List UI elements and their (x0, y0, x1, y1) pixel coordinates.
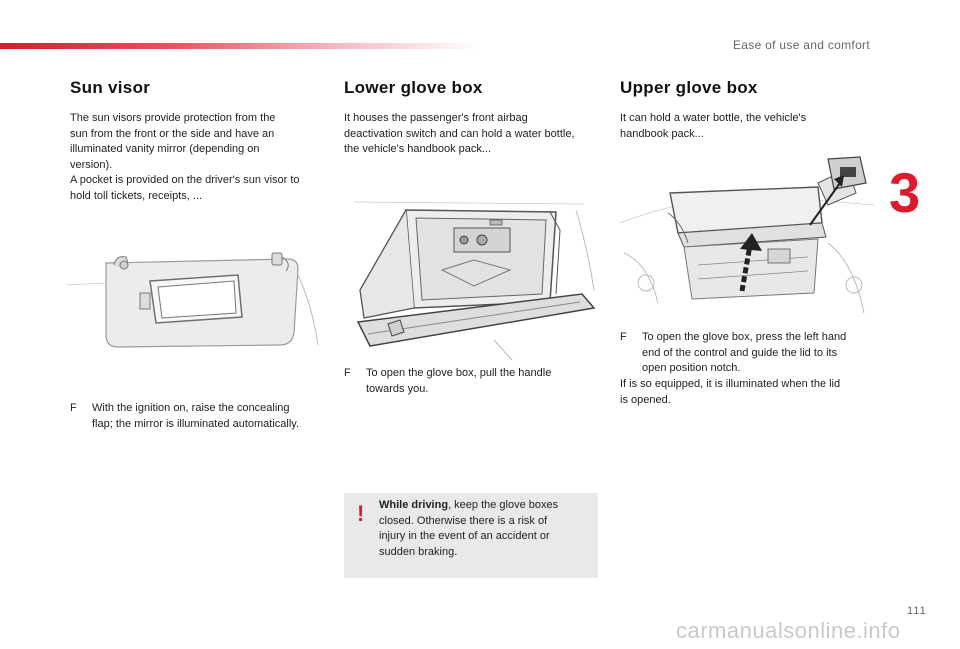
page-number: 111 (907, 605, 927, 617)
warning-rest: , keep the glove boxes (448, 499, 559, 511)
text-line: To open the glove box, pull the handle (366, 367, 552, 379)
sun-visor-illustration (66, 252, 319, 348)
warning-box: ! While driving, keep the glove boxes cl… (344, 493, 598, 578)
text-line: It houses the passenger's front airbag (344, 112, 528, 124)
lower-glove-box-intro: It houses the passenger's front airbag d… (344, 111, 606, 158)
text-line: the vehicle's handbook pack... (344, 143, 492, 155)
upper-glove-box-illustration (619, 156, 875, 314)
upper-glove-box-intro: It can hold a water bottle, the vehicle'… (620, 111, 882, 142)
text-line: open position notch. (642, 362, 741, 374)
text-line: It can hold a water bottle, the vehicle'… (620, 112, 807, 124)
chapter-number: 3 (889, 161, 921, 224)
header-accent-bar (0, 43, 480, 49)
text-line: While driving, keep the glove boxes (379, 498, 584, 514)
bullet-marker: F (620, 331, 627, 343)
bullet-marker: F (344, 367, 351, 379)
text-line: With the ignition on, raise the conceali… (92, 402, 290, 414)
lower-glove-box-heading: Lower glove box (344, 78, 483, 97)
sun-visor-intro: The sun visors provide protection from t… (70, 111, 332, 204)
upper-glove-box-note: If is so equipped, it is illuminated whe… (620, 377, 882, 408)
lower-glove-box-illustration (353, 201, 596, 360)
text-line: sun from the front or the side and have … (70, 127, 275, 140)
text-line: illuminated vanity mirror (depending on (70, 143, 260, 155)
upper-glove-box-heading: Upper glove box (620, 78, 758, 97)
upper-glove-box-bullet: F To open the glove box, press the left … (620, 330, 882, 377)
text-line: To open the glove box, press the left ha… (642, 331, 847, 343)
warning-bold: While driving (379, 499, 449, 511)
text-line: A pocket is provided on the driver's sun… (70, 174, 300, 186)
section-title: Ease of use and comfort (733, 38, 870, 52)
text-line: handbook pack... (620, 127, 704, 140)
text-line: sudden braking. (379, 545, 458, 558)
bullet-marker: F (70, 402, 77, 414)
sun-visor-heading: Sun visor (70, 78, 151, 97)
text-line: end of the control and guide the lid to … (642, 346, 838, 359)
lower-glove-box-bullet: F To open the glove box, pull the handle… (344, 366, 598, 397)
text-line: hold toll tickets, receipts, ... (70, 189, 203, 202)
text-line: The sun visors provide protection from t… (70, 112, 276, 124)
warning-text: While driving, keep the glove boxes clos… (379, 498, 584, 560)
text-line: version). (70, 158, 113, 171)
watermark-text: carmanualsonline.info (676, 618, 901, 643)
text-line: flap; the mirror is illuminated automati… (92, 417, 300, 430)
text-line: deactivation switch and can hold a water… (344, 127, 575, 140)
text-line: closed. Otherwise there is a risk of (379, 514, 548, 527)
text-line: towards you. (366, 382, 429, 395)
text-line: is opened. (620, 393, 671, 406)
text-line: injury in the event of an accident or (379, 530, 550, 542)
exclamation-icon: ! (357, 501, 365, 526)
sun-visor-bullet: F With the ignition on, raise the concea… (70, 401, 332, 432)
text-line: If is so equipped, it is illuminated whe… (620, 378, 841, 390)
